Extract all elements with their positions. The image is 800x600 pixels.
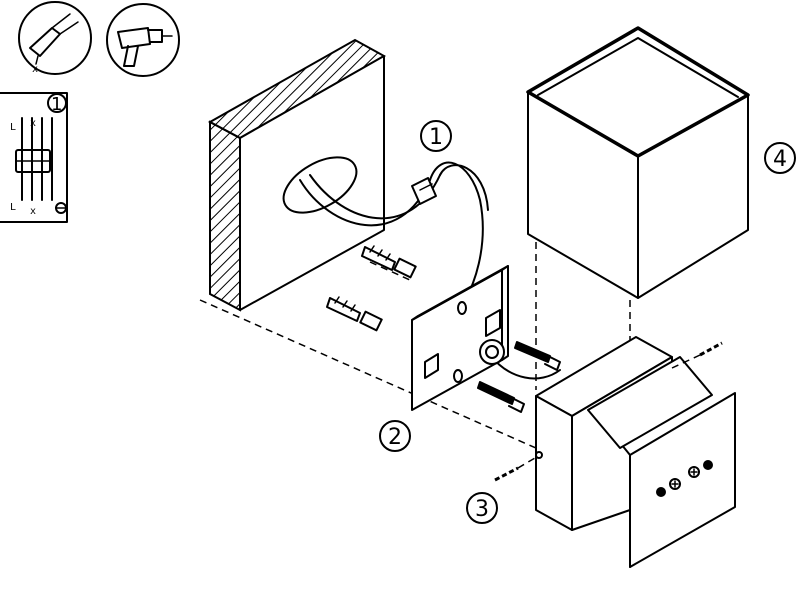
svg-text:3: 3: [475, 497, 489, 522]
callout-screws: 3: [466, 492, 498, 524]
wire-mark-l-bottom: L: [10, 202, 16, 213]
wall-plug-top: [361, 245, 417, 279]
svg-text:2: 2: [388, 425, 402, 450]
inset-step-number: 1: [51, 94, 62, 115]
plate-cable-grommet: [479, 339, 505, 365]
wire-mark-x-bottom: x: [30, 206, 36, 217]
mounting-plate: [411, 265, 509, 411]
svg-text:4: 4: [773, 147, 787, 172]
wire-stripper-tool-icon: x: [18, 1, 92, 75]
housing-side-screw-hole: [535, 451, 543, 459]
grub-screw-left: [494, 466, 519, 482]
plate-hole-bottom: [453, 369, 463, 383]
plate-screw-upper: [514, 341, 561, 371]
front-screw-hole-left: [656, 487, 666, 497]
wire-mark-x-top: x: [30, 118, 36, 129]
grub-screw-right: [699, 341, 723, 357]
inset-step-circle: [47, 93, 67, 113]
lamp-housing: [535, 336, 736, 568]
wire-mark-l-top: L: [10, 122, 16, 133]
power-drill-tool-icon: [106, 3, 180, 77]
svg-text:1: 1: [429, 125, 443, 150]
wiring-inset: 1 L x L x: [0, 92, 68, 223]
plate-screw-lower: [477, 381, 525, 413]
wall-cable-hole: [282, 156, 358, 214]
callout-shade: 4: [764, 142, 796, 174]
terminal-block: [411, 177, 437, 205]
callout-mounting-plate: 2: [379, 420, 411, 452]
svg-text:x: x: [32, 64, 38, 75]
plate-hole-top: [457, 301, 467, 315]
front-screw-hole-right: [703, 460, 713, 470]
wall-panel: [207, 38, 387, 312]
callout-wiring: 1: [420, 120, 452, 152]
wall-plug-bottom: [326, 296, 383, 332]
lamp-shade: [526, 26, 750, 299]
power-cable: [299, 161, 561, 380]
